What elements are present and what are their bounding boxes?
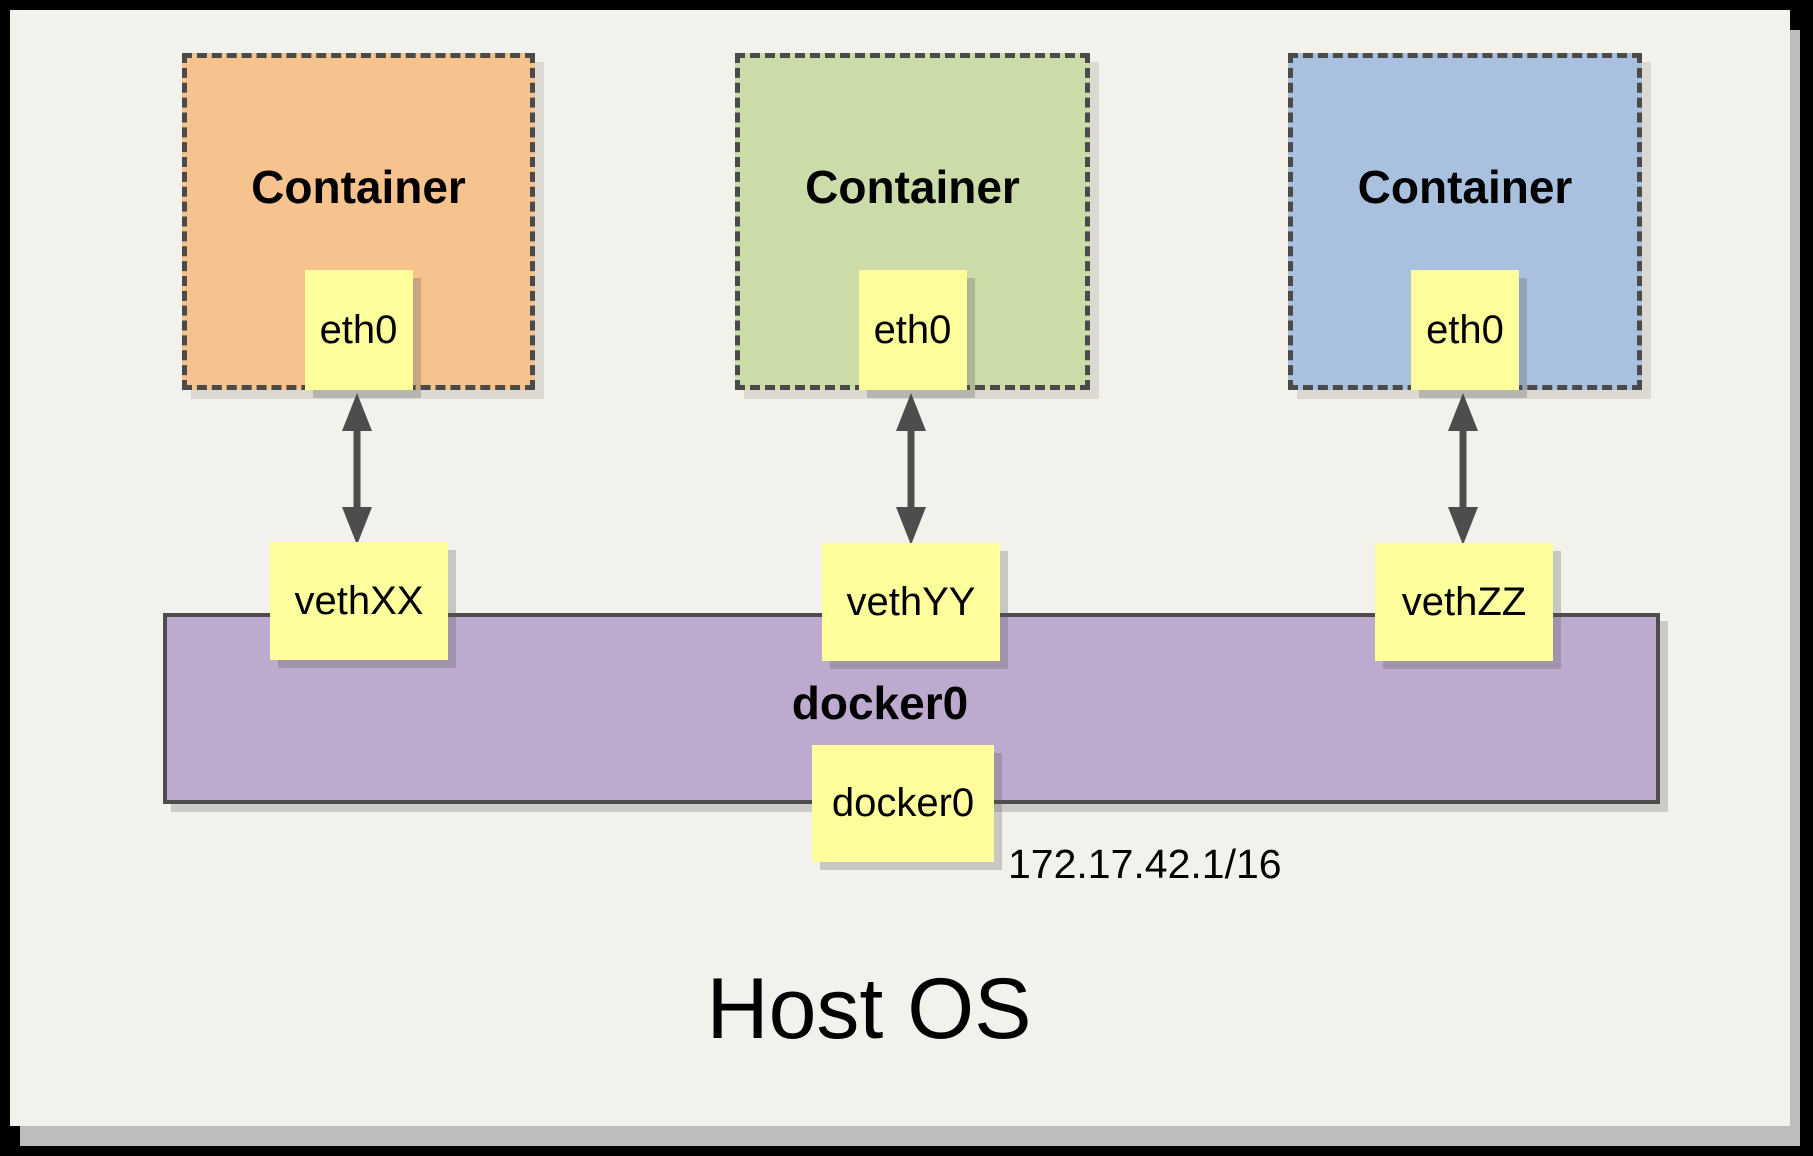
container-label: Container xyxy=(805,160,1020,213)
host-os-label: Host OS xyxy=(706,961,1032,1057)
eth0-note-2: eth0 xyxy=(858,270,967,390)
eth0-label: eth0 xyxy=(873,307,952,352)
vethZZ-note: vethZZ xyxy=(1375,543,1553,661)
eth0-label: eth0 xyxy=(1426,307,1504,352)
double-arrow-icon xyxy=(342,393,372,545)
docker0-interface-note: docker0 xyxy=(812,745,994,862)
double-arrow-icon xyxy=(1448,393,1478,545)
vethXX-label: vethXX xyxy=(294,578,424,623)
docker0-interface-label: docker0 xyxy=(831,781,975,825)
docker0-bridge-label: docker0 xyxy=(791,677,969,729)
container-box-3: Container eth0 xyxy=(1288,53,1642,390)
container-label: Container xyxy=(251,160,466,213)
eth0-note-3: eth0 xyxy=(1411,270,1519,390)
vethYY-label: vethYY xyxy=(846,579,976,624)
vethYY-note: vethYY xyxy=(822,543,1000,661)
container-label: Container xyxy=(1357,160,1573,213)
container-box-2: Container eth0 xyxy=(735,53,1090,390)
eth0-note-1: eth0 xyxy=(304,270,413,390)
vethZZ-label: vethZZ xyxy=(1401,579,1527,624)
vethXX-note: vethXX xyxy=(270,542,448,660)
container-box-1: Container eth0 xyxy=(182,53,535,390)
double-arrow-icon xyxy=(896,393,926,545)
subnet-label: 172.17.42.1/16 xyxy=(1008,841,1282,887)
eth0-label: eth0 xyxy=(319,307,398,352)
